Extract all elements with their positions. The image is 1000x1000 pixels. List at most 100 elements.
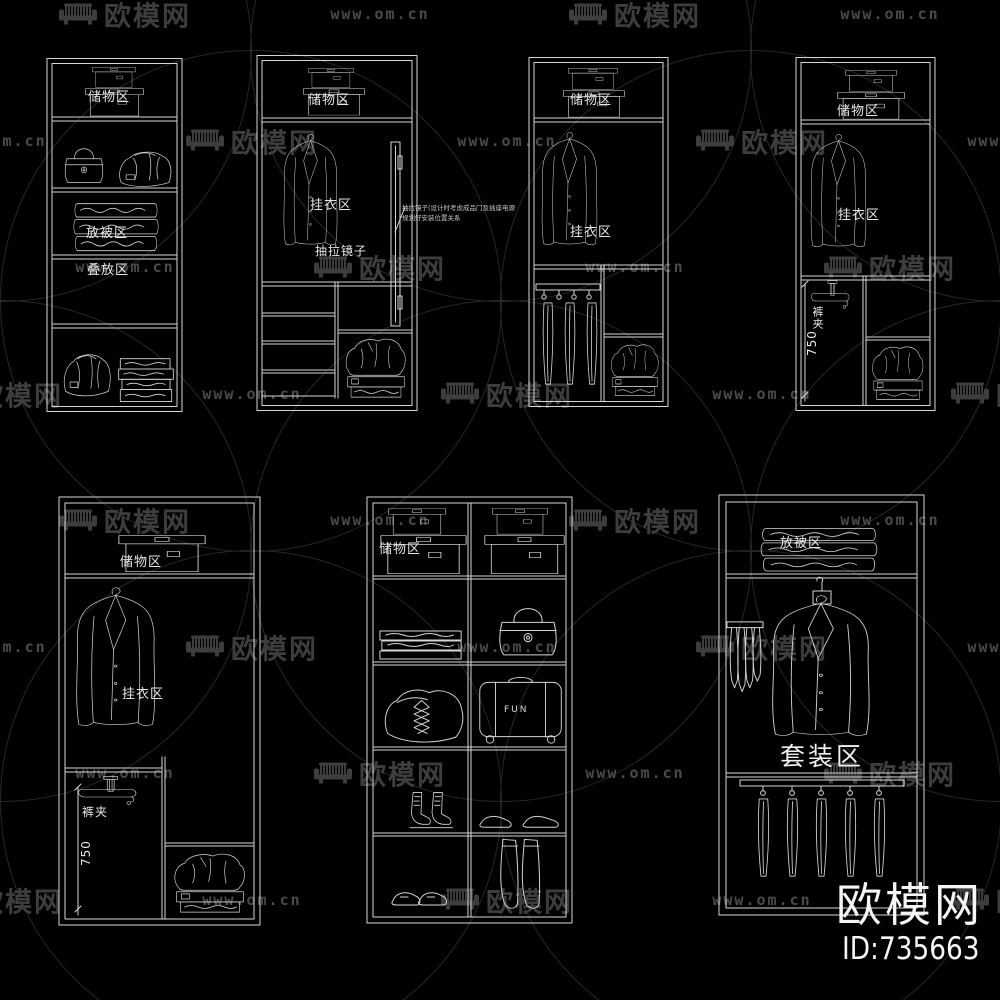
watermark-site-url: www.om.cn bbox=[967, 131, 1000, 150]
cabinet-7-drawing bbox=[718, 494, 925, 916]
watermark-brand: 欧模网 bbox=[314, 248, 446, 287]
drawer-stack-icon bbox=[261, 312, 336, 397]
tall-boots-icon bbox=[500, 838, 541, 909]
label-pullout-mirror: 抽拉镜子 bbox=[315, 244, 368, 258]
dimension-text: 750 bbox=[805, 330, 819, 356]
folded-clothes-icon bbox=[174, 853, 245, 913]
hanging-jacket-icon bbox=[283, 134, 338, 246]
watermark-brand: 欧模网 bbox=[696, 121, 828, 160]
suitcase-logo-text: FUN bbox=[504, 705, 529, 715]
label-storage-zone: 储物区 bbox=[88, 90, 131, 105]
pullout-mirror-icon bbox=[390, 141, 401, 327]
handbag-icon bbox=[499, 608, 557, 656]
pullout-trouser-rack-icon bbox=[78, 776, 137, 805]
sofa-logo-icon bbox=[186, 635, 224, 657]
hanging-trousers-icon bbox=[844, 798, 857, 877]
watermark-site-url: www.om.cn bbox=[75, 258, 175, 276]
watermark-site-url: www.om.cn bbox=[585, 258, 685, 276]
hanging-trousers-icon bbox=[564, 302, 576, 385]
boots-icon bbox=[409, 792, 454, 829]
hanging-trousers-icon bbox=[757, 798, 770, 877]
cabinet-2-drawing bbox=[256, 55, 418, 411]
watermark-site-url: www.om.cn bbox=[330, 5, 430, 23]
watermark-site-url: www.om.cn bbox=[0, 131, 47, 150]
hanging-jacket-icon bbox=[772, 595, 870, 736]
cabinet-6-drawing bbox=[366, 496, 573, 924]
cabinet-4-drawing bbox=[795, 57, 936, 411]
hanging-trousers-icon bbox=[542, 302, 554, 385]
label-hanging-zone: 挂衣区 bbox=[310, 198, 353, 213]
sofa-logo-icon bbox=[186, 129, 224, 151]
watermark-site-url: www.om.cn bbox=[712, 890, 812, 909]
cabinet-1-drawing bbox=[46, 58, 183, 412]
label-suit-zone: 套装区 bbox=[780, 742, 865, 771]
label-hanging-zone: 挂衣区 bbox=[122, 687, 165, 702]
shoes-icon bbox=[391, 892, 448, 906]
watermark-site-url: www.om.cn bbox=[202, 384, 302, 403]
watermark-site-url: www.om.cn bbox=[712, 384, 812, 403]
trouser-rail-icon bbox=[535, 283, 601, 291]
sofa-logo-icon bbox=[441, 382, 479, 404]
watermark-brand: 欧模网 bbox=[951, 374, 1000, 413]
soft-bag-icon bbox=[63, 354, 111, 397]
watermark-brand: 欧模网 bbox=[59, 0, 191, 34]
sofa-logo-icon bbox=[569, 509, 607, 530]
watermark-site-url: www.om.cn bbox=[202, 890, 302, 909]
sofa-logo-icon bbox=[824, 256, 862, 277]
watermark-brand: 欧模网 bbox=[0, 381, 63, 412]
sofa-logo-icon bbox=[696, 129, 734, 151]
cabinet-3-drawing bbox=[528, 57, 669, 407]
leader-line bbox=[394, 206, 406, 233]
watermark-brand: 欧模网 bbox=[569, 0, 701, 34]
sofa-logo-icon bbox=[314, 762, 352, 783]
cabinet-5-drawing bbox=[58, 496, 261, 926]
watermark-brand: 欧模网 bbox=[441, 880, 573, 919]
hanging-trousers-icon bbox=[786, 798, 799, 877]
hanging-trousers-icon bbox=[815, 798, 828, 877]
label-storage-zone: 储物区 bbox=[837, 104, 880, 119]
label-storage-zone: 储物区 bbox=[379, 542, 422, 557]
storage-box-icon bbox=[92, 67, 136, 88]
storage-box-icon bbox=[845, 70, 897, 92]
tie-rack-icon bbox=[726, 621, 764, 693]
label-storage-zone: 储物区 bbox=[570, 93, 613, 108]
dimension-line bbox=[801, 280, 809, 402]
watermark-brand: 欧模网 bbox=[59, 501, 191, 540]
site-logo-text: 欧模网 bbox=[836, 878, 983, 932]
sofa-logo-icon bbox=[59, 3, 97, 24]
watermark-brand: 欧模网 bbox=[569, 501, 701, 540]
mirror-annotation-line1: 抽拉镜子(设计时考虑成品门及插座电源 bbox=[402, 204, 516, 212]
hanging-jacket-icon bbox=[810, 134, 867, 247]
sofa-logo-icon bbox=[314, 256, 352, 277]
label-storage-zone: 储物区 bbox=[120, 555, 163, 570]
folded-clothes-icon bbox=[118, 358, 174, 403]
flat-shoes-icon bbox=[479, 815, 559, 828]
hanger-hook-icon bbox=[816, 576, 824, 592]
label-storage-zone: 储物区 bbox=[308, 93, 351, 108]
sofa-logo-icon bbox=[951, 382, 989, 404]
sofa-logo-icon bbox=[569, 3, 607, 24]
storage-box-icon bbox=[568, 68, 618, 90]
label-quilt-zone: 放被区 bbox=[780, 536, 823, 551]
label-stack-zone: 叠放区 bbox=[87, 263, 130, 278]
laced-bag-icon bbox=[384, 689, 464, 743]
dimension-text: 750 bbox=[79, 840, 93, 866]
model-id-text: ID:735663 bbox=[842, 931, 980, 967]
label-trouser-clamp: 裤夹 bbox=[811, 306, 824, 330]
watermark-site-url: www.om.cn bbox=[967, 637, 1000, 656]
folded-clothes-icon bbox=[379, 630, 462, 660]
watermark-site-url: www.om.cn bbox=[0, 637, 47, 656]
watermark-site-url: www.om.cn bbox=[840, 511, 940, 529]
watermark-site-url: www.om.cn bbox=[457, 131, 557, 150]
storage-box-icon bbox=[492, 508, 548, 535]
watermark-site-url: www.om.cn bbox=[840, 5, 940, 23]
mirror-annotation-line2: 规划好安装位置关系 bbox=[402, 214, 461, 222]
hanging-jacket-icon bbox=[76, 587, 156, 726]
watermark-circle bbox=[500, 550, 1000, 1000]
hanging-trousers-icon bbox=[873, 798, 886, 877]
label-quilt-zone: 放被区 bbox=[86, 226, 129, 241]
sofa-logo-icon bbox=[951, 888, 989, 910]
dimension-line bbox=[74, 783, 82, 916]
sofa-logo-icon bbox=[59, 509, 97, 530]
